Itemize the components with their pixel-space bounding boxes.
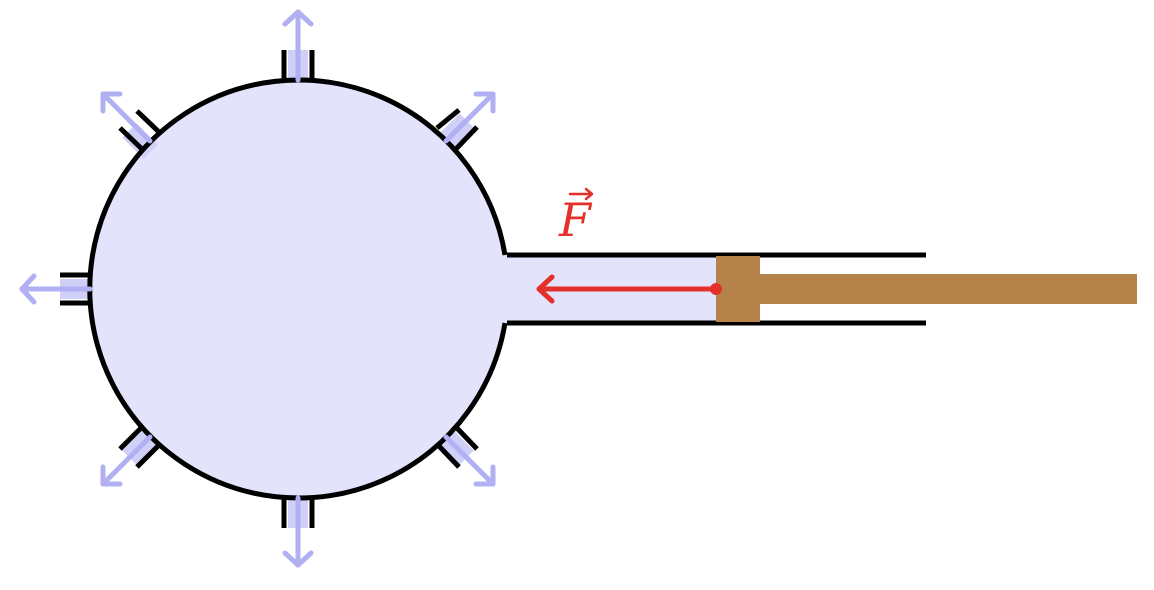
outlet-upper-left-fluid (122, 123, 158, 159)
force-application-point (710, 283, 722, 295)
piston-rod (760, 274, 1137, 304)
outflow-arrow-lower-right (443, 434, 496, 487)
piston-head (716, 256, 760, 322)
sphere-fluid (89, 80, 507, 498)
outflow-arrow-left (19, 273, 93, 305)
force-symbol: F (558, 193, 593, 247)
outflow-arrow-upper-right (443, 91, 496, 144)
outflow-arrows (19, 9, 496, 568)
outflow-arrow-top (282, 9, 314, 83)
force-arrow-head (536, 274, 555, 304)
outflow-arrow-upper-left (100, 91, 153, 144)
outlet-walls (60, 50, 479, 528)
force-label: F (558, 187, 594, 247)
vector-arrow-icon (568, 187, 594, 201)
piston (716, 256, 1137, 322)
outflow-arrow-lower-left (100, 434, 153, 487)
force-arrow (536, 274, 722, 304)
outflow-arrow-bottom (282, 495, 314, 568)
cylinder-walls (507, 252, 926, 326)
